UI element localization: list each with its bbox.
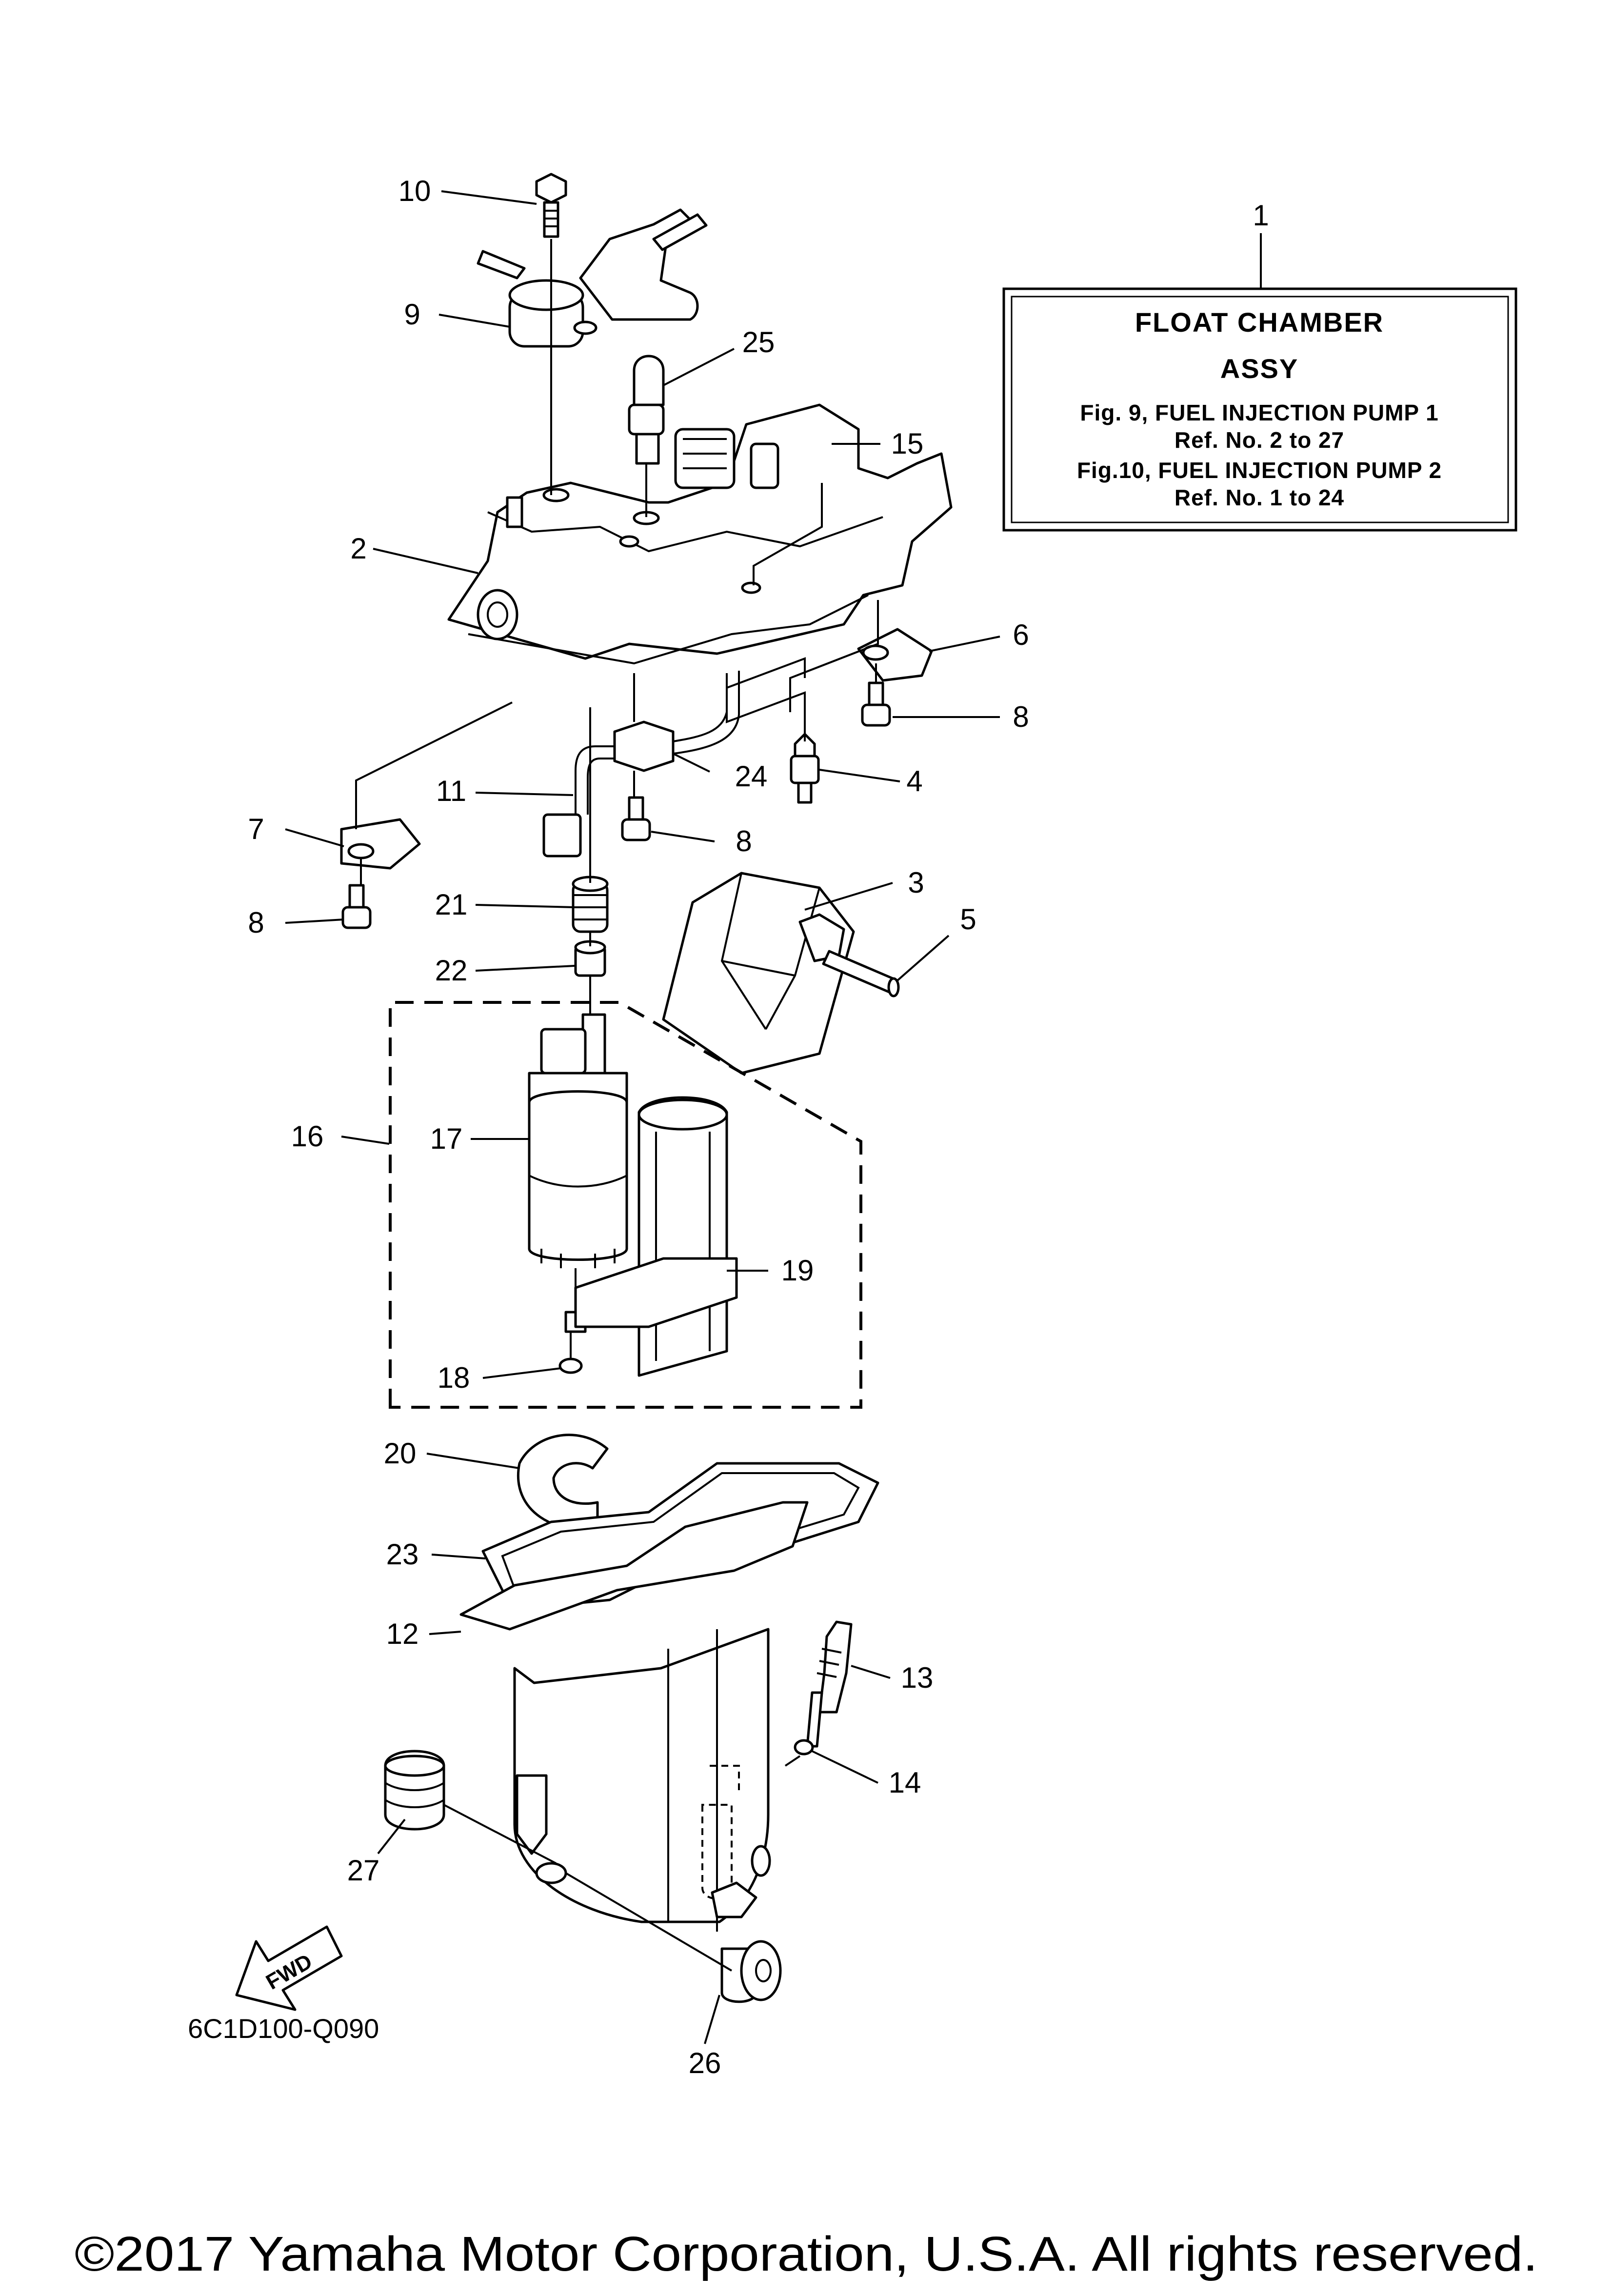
callout-8b[interactable]: 8 <box>736 825 752 858</box>
part-8-screw-c[interactable] <box>341 884 372 929</box>
callout-3[interactable]: 3 <box>908 866 924 899</box>
callout-5[interactable]: 5 <box>960 903 976 936</box>
callout-22[interactable]: 22 <box>435 954 468 987</box>
callout-27[interactable]: 27 <box>347 1854 380 1887</box>
part-17-fuel-pump[interactable] <box>528 1013 628 1333</box>
part-2-cover[interactable] <box>447 403 953 665</box>
callout-20[interactable]: 20 <box>384 1437 417 1470</box>
reference-box: 1 FLOAT CHAMBER ASSY Fig. 9, FUEL INJECT… <box>1002 199 1517 532</box>
part-21-damper[interactable] <box>572 876 609 933</box>
callout-4[interactable]: 4 <box>906 765 922 798</box>
part-4-needle-valve[interactable] <box>790 733 820 804</box>
ref-line-1: Fig. 9, FUEL INJECTION PUMP 1 <box>1080 400 1438 425</box>
part-8-screw-b[interactable] <box>621 796 651 841</box>
callout-7[interactable]: 7 <box>248 813 264 845</box>
callout-6[interactable]: 6 <box>1013 619 1029 651</box>
callout-1[interactable]: 1 <box>1253 199 1269 232</box>
callout-12[interactable]: 12 <box>386 1617 419 1650</box>
callout-18[interactable]: 18 <box>438 1361 470 1394</box>
callout-21[interactable]: 21 <box>435 888 468 921</box>
callout-14[interactable]: 14 <box>889 1766 921 1799</box>
diagram-code: 6C1D100-Q090 <box>188 2013 379 2044</box>
callout-8a[interactable]: 8 <box>1013 700 1029 733</box>
part-18-clip[interactable] <box>558 1358 583 1374</box>
part-27-grommet[interactable] <box>384 1750 445 1831</box>
fwd-arrow-icon: FWD <box>235 1925 343 2011</box>
callout-8c[interactable]: 8 <box>248 906 264 939</box>
part-5-pin[interactable] <box>822 950 900 998</box>
callout-labels: 10 9 25 15 2 6 8 4 24 11 8 7 8 3 5 21 22… <box>248 175 1029 2079</box>
assembly-lines <box>355 239 879 1972</box>
callout-23[interactable]: 23 <box>386 1538 419 1571</box>
part-6-plate[interactable] <box>857 628 933 682</box>
ref-title-line2: ASSY <box>1220 353 1299 384</box>
part-13-screw[interactable] <box>806 1620 853 1748</box>
callout-2[interactable]: 2 <box>350 532 366 565</box>
part-9-regulator[interactable] <box>477 208 708 348</box>
copyright-notice: ©2017 Yamaha Motor Corporation, U.S.A. A… <box>75 2227 1538 2281</box>
part-20-retainer[interactable] <box>517 1434 609 1530</box>
callout-19[interactable]: 19 <box>781 1254 814 1287</box>
part-11-wire-harness[interactable] <box>542 745 615 858</box>
part-12-chamber-body[interactable] <box>459 1501 809 1932</box>
callout-24[interactable]: 24 <box>735 760 768 793</box>
callout-17[interactable]: 17 <box>430 1122 463 1155</box>
callout-25[interactable]: 25 <box>742 326 775 359</box>
part-26-collar[interactable] <box>720 1940 782 2003</box>
callout-15[interactable]: 15 <box>891 427 924 460</box>
callout-10[interactable]: 10 <box>398 175 431 207</box>
part-22-collar[interactable] <box>574 940 606 977</box>
part-19-filter[interactable] <box>574 1096 738 1377</box>
callout-13[interactable]: 13 <box>901 1661 934 1694</box>
part-14-o-ring[interactable] <box>794 1739 814 1756</box>
part-7-plate[interactable] <box>340 818 421 870</box>
ref-line-3: Fig.10, FUEL INJECTION PUMP 2 <box>1077 458 1442 483</box>
part-8-screw-a[interactable] <box>861 681 891 727</box>
callout-11[interactable]: 11 <box>436 775 466 807</box>
callout-26[interactable]: 26 <box>689 2047 721 2079</box>
part-25-sensor[interactable] <box>628 355 665 465</box>
callout-16[interactable]: 16 <box>291 1120 324 1153</box>
ref-line-4: Ref. No. 1 to 24 <box>1175 485 1344 510</box>
part-3-float[interactable] <box>662 872 855 1075</box>
part-10-bolt[interactable] <box>535 173 567 238</box>
callout-9[interactable]: 9 <box>404 298 420 331</box>
ref-line-2: Ref. No. 2 to 27 <box>1175 427 1344 453</box>
ref-title-line1: FLOAT CHAMBER <box>1135 307 1384 338</box>
part-16-group-outline[interactable] <box>389 1001 862 1409</box>
leader-lines <box>285 190 1000 2044</box>
